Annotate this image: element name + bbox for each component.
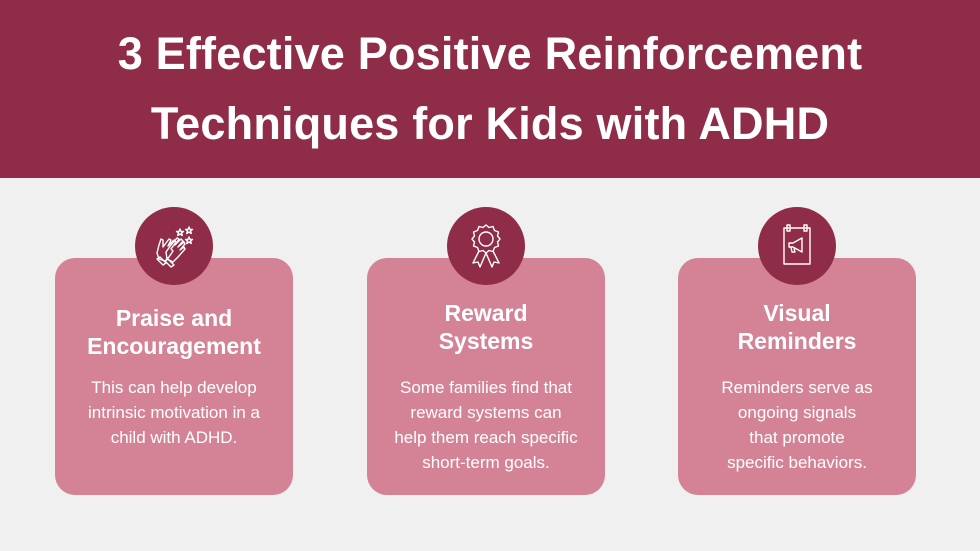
card-description-line: short-term goals. [422, 453, 550, 472]
card-title-line: Encouragement [87, 333, 261, 359]
card-description-line: Some families find that [400, 378, 572, 397]
card-title-line: Praise and [115, 305, 233, 331]
card-description: Reminders serve as ongoing signals that … [686, 375, 908, 475]
card-description-line: child with ADHD. [110, 428, 238, 447]
card-description-line: specific behaviors. [727, 453, 867, 472]
card-description: This can help develop intrinsic motivati… [63, 375, 285, 450]
card-description-line: This can help develop [91, 378, 257, 397]
card-reward-systems: Reward Systems Some families find that r… [367, 258, 605, 495]
card-description-line: that promote [749, 428, 845, 447]
megaphone-notepad-icon [758, 207, 836, 285]
card-title: Praise and Encouragement [55, 304, 293, 360]
header-banner: 3 Effective Positive Reinforcement Techn… [0, 0, 980, 178]
card-title-line: Reward [444, 300, 528, 326]
card-title-line: Reminders [737, 328, 857, 354]
card-title-line: Systems [438, 328, 534, 354]
award-ribbon-icon [447, 207, 525, 285]
page-title-line-2: Techniques for Kids with ADHD [150, 98, 830, 149]
card-description-line: Reminders serve as [721, 378, 873, 397]
card-title: Visual Reminders [678, 299, 916, 355]
card-title-line: Visual [763, 300, 831, 326]
card-description: Some families find that reward systems c… [375, 375, 597, 475]
card-visual-reminders: Visual Reminders Reminders serve as ongo… [678, 258, 916, 495]
card-title: Reward Systems [367, 299, 605, 355]
clapping-hands-icon [135, 207, 213, 285]
card-praise-encouragement: Praise and Encouragement This can help d… [55, 258, 293, 495]
card-description-line: ongoing signals [737, 403, 857, 422]
page-title-line-1: 3 Effective Positive Reinforcement [117, 28, 863, 79]
card-description-line: intrinsic motivation in a [88, 403, 260, 422]
card-description-line: reward systems can [410, 403, 562, 422]
card-description-line: help them reach specific [394, 428, 578, 447]
